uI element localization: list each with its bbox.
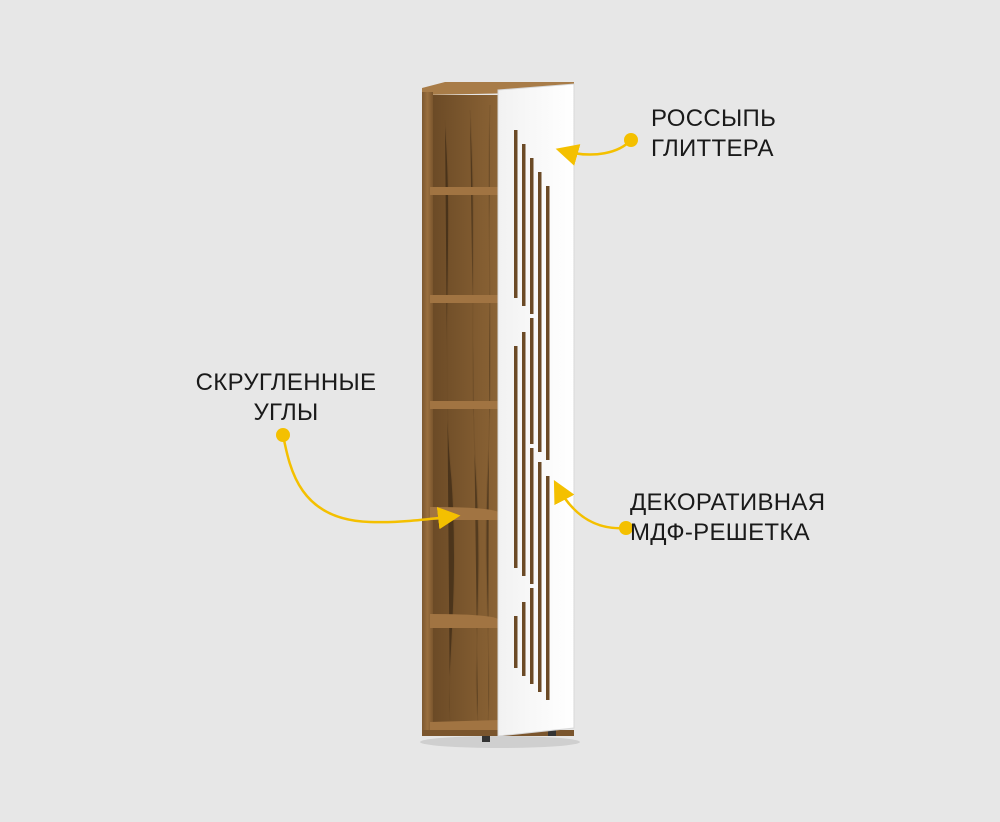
grille-slot: [522, 434, 526, 576]
foot-left: [482, 736, 490, 742]
grille-slot: [522, 602, 526, 676]
grille-slot: [514, 616, 518, 668]
callout-grille-pointer: [553, 480, 633, 535]
callout-glitter-pointer: [555, 133, 638, 166]
mdf-grille-slots: [514, 130, 550, 700]
callout-glitter-label: РОССЫПЬ ГЛИТТЕРА: [651, 104, 776, 164]
grille-slot: [538, 462, 542, 592]
grille-slot: [530, 318, 534, 444]
grille-slot: [522, 332, 526, 436]
foot-right: [548, 730, 556, 736]
grille-slot: [538, 172, 542, 322]
yellow-dot-icon: [276, 428, 290, 442]
grille-slot: [546, 476, 550, 600]
yellow-dot-icon: [619, 521, 633, 535]
callout-corners-pointer: [276, 428, 461, 530]
grille-slot: [546, 560, 550, 700]
door-panel: [497, 83, 575, 737]
grille-slot: [538, 304, 542, 452]
wood-grain: [444, 104, 491, 725]
grille-slot: [522, 144, 526, 306]
callout-grille-line1: ДЕКОРАТИВНАЯ: [630, 489, 826, 516]
yellow-dot-icon: [624, 133, 638, 147]
grille-slot: [546, 186, 550, 330]
callout-corners-line2: УГЛЫ: [253, 399, 319, 426]
shelves: [430, 187, 500, 732]
callout-corners-label: СКРУГЛЕННЫЕ УГЛЫ: [186, 368, 386, 428]
grille-slot: [530, 588, 534, 684]
grille-slot: [530, 158, 534, 314]
grille-slot: [538, 574, 542, 692]
callout-grille-label: ДЕКОРАТИВНАЯ МДФ-РЕШЕТКА: [630, 488, 825, 548]
callout-glitter-line2: ГЛИТТЕРА: [651, 135, 774, 162]
floor-shadow: [420, 736, 580, 748]
callout-corners-line1: СКРУГЛЕННЫЕ: [195, 369, 377, 396]
callout-grille-line2: МДФ-РЕШЕТКА: [630, 519, 810, 546]
grille-slot: [546, 290, 550, 460]
callout-glitter-line1: РОССЫПЬ: [651, 105, 777, 132]
grille-slot: [514, 346, 518, 428]
grille-slot: [514, 420, 518, 568]
left-side-panel: [422, 92, 433, 734]
grille-slot: [530, 448, 534, 584]
grille-slot: [514, 130, 518, 298]
